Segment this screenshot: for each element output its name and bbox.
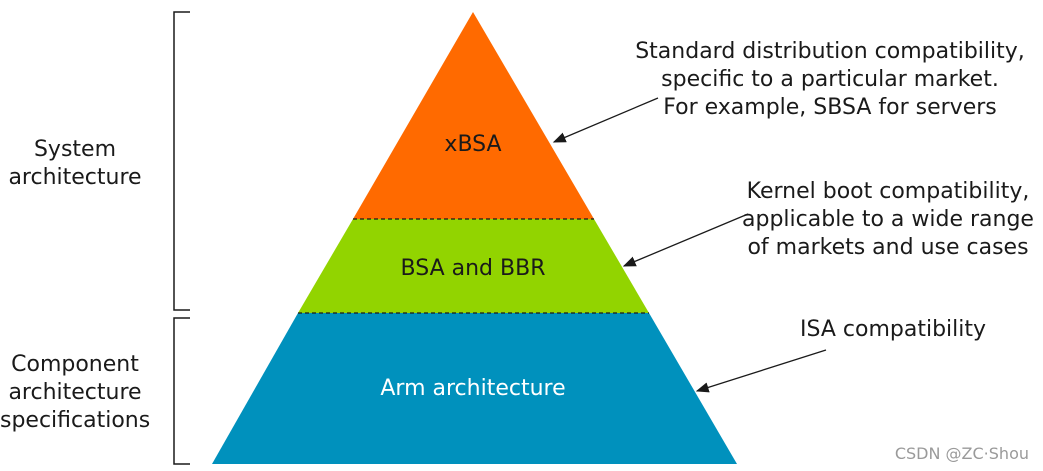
left-label-system-architecture: System architecture [0, 136, 150, 192]
arrow-to-arm-architecture [695, 349, 827, 393]
left-label-line: specifications [0, 408, 151, 433]
layer-label-arm-architecture: Arm architecture [380, 376, 566, 401]
annotation-line: of markets and use cases [747, 235, 1029, 260]
annotation-arm-architecture: ISA compatibility [800, 316, 986, 344]
left-label-line: architecture [8, 165, 142, 190]
left-label-component-architecture: Component architecture specifications [0, 351, 150, 435]
left-label-line: System [33, 137, 117, 162]
bracket-system-architecture [173, 11, 190, 311]
pyramid-layer-middle [298, 219, 649, 313]
annotation-line: specific to a particular market. [661, 67, 999, 92]
annotation-line: For example, SBSA for servers [663, 95, 997, 120]
layer-label-bsa-bbr: BSA and BBR [400, 256, 546, 281]
annotation-line: Kernel boot compatibility, [746, 179, 1030, 204]
annotation-line: applicable to a wide range [742, 207, 1034, 232]
watermark: CSDN @ZC·Shou [894, 444, 1029, 463]
layer-label-xbsa: xBSA [444, 132, 502, 157]
annotation-line: Standard distribution compatibility, [635, 39, 1025, 64]
bracket-component-architecture [173, 317, 190, 465]
left-label-line: architecture [8, 380, 142, 405]
left-label-line: Component [11, 352, 139, 377]
annotation-bsa-bbr: Kernel boot compatibility, applicable to… [740, 178, 1036, 262]
arrow-to-bsa-bbr [622, 213, 749, 267]
annotation-xbsa: Standard distribution compatibility, spe… [630, 38, 1030, 122]
annotation-line: ISA compatibility [800, 317, 987, 342]
pyramid-layer-top [353, 12, 594, 219]
pyramid-layer-bottom [212, 313, 737, 464]
arrow-to-xbsa [552, 97, 659, 143]
